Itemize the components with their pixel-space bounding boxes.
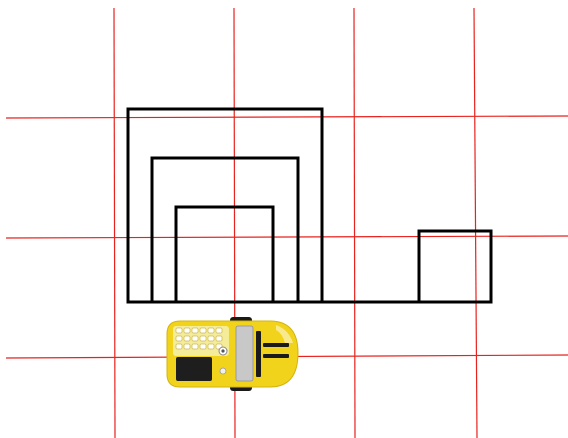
robot-center-slot [236, 326, 253, 381]
robot-head-stripe-2 [263, 343, 289, 347]
robot-screen [176, 357, 212, 381]
robot-head-stripe-1 [256, 331, 261, 377]
robot-button-icon [220, 368, 226, 374]
line-following-robot-icon [167, 317, 298, 391]
robot-dial-center [221, 349, 224, 352]
robot-head-stripe-3 [263, 354, 289, 358]
